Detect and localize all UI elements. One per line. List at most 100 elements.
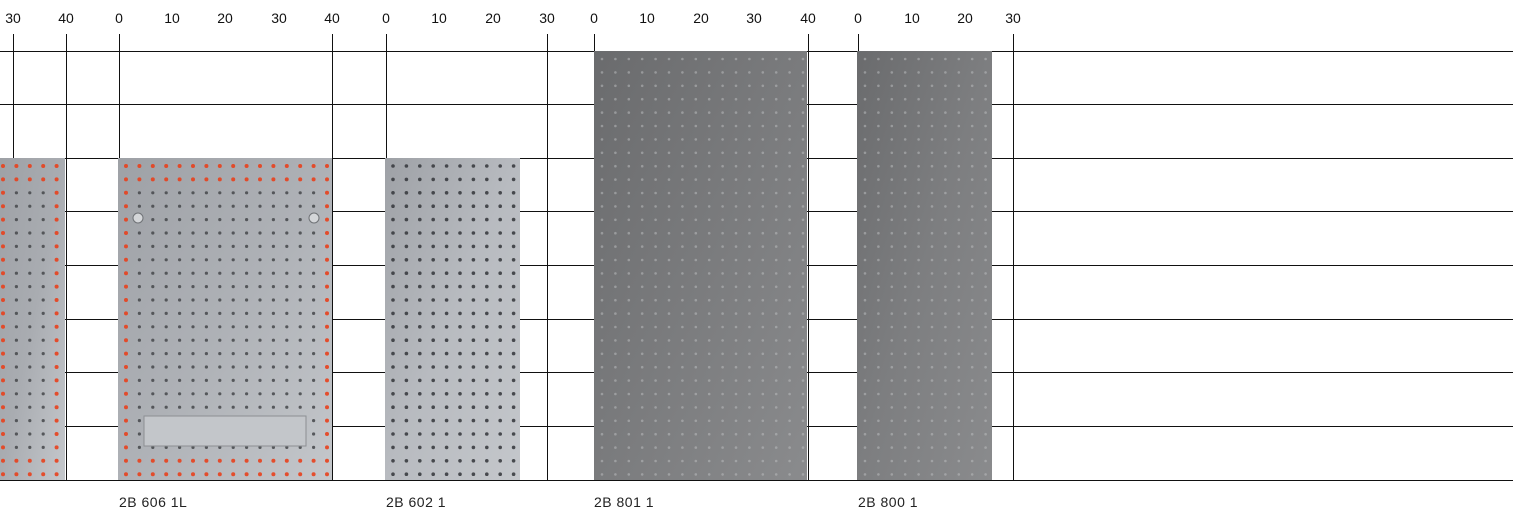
perforation-hole [984,446,987,449]
perforation-hole [917,419,920,423]
perforation-hole [957,258,961,262]
perforation-hole [984,419,987,423]
perforation-hole [178,244,182,248]
perforation-hole [471,459,476,463]
perforation-hole [14,177,19,182]
perforation-hole [271,311,275,315]
perforation-hole [654,151,657,155]
perforation-hole [391,244,395,249]
perforation-hole [917,325,920,329]
perforation-hole [444,258,449,262]
perforation-hole [917,178,920,181]
perforation-hole [471,418,476,423]
perforation-hole [258,177,262,182]
perforation-hole [600,258,604,262]
perforation-hole [124,231,128,235]
perforation-hole [707,325,711,329]
perforation-hole [231,311,235,315]
perforation-hole [258,244,262,248]
perforation-hole [774,325,778,329]
perforation-hole [204,325,208,329]
perforation-hole [1,351,5,356]
perforation-hole [984,339,987,342]
perforation-hole [124,391,128,396]
perforation-hole [471,271,476,275]
perforation-hole [600,71,604,74]
perforation-hole [944,339,947,342]
perforation-hole [391,271,395,275]
perforation-hole [707,164,711,168]
perforation-hole [627,178,631,181]
perforation-hole [431,177,435,182]
perforation-hole [694,446,698,449]
perforation-hole [404,204,409,208]
perforation-hole [721,164,724,168]
perforation-hole [890,84,894,88]
perforation-hole [14,204,18,208]
perforation-hole [391,432,395,436]
perforation-hole [863,432,867,436]
perforation-hole [14,191,18,195]
perforation-hole [14,432,18,436]
perforation-hole [151,244,155,248]
perforation-hole [41,325,45,329]
perforation-hole [877,272,880,275]
perforation-hole [444,204,449,208]
perforation-hole [748,446,751,449]
perforation-hole [191,405,195,409]
perforation-hole [298,378,302,382]
perforation-hole [774,352,778,356]
perforation-hole [774,97,778,101]
perforation-hole [41,177,46,182]
perforation-hole [485,164,489,168]
perforation-hole [391,351,395,356]
perforation-hole [614,272,617,275]
perforation-hole [970,473,974,476]
perforation-hole [471,217,476,222]
perforation-hole [54,391,59,396]
perforation-hole [458,191,462,195]
perforation-hole [917,111,920,114]
perforation-hole [600,459,604,463]
perforation-hole [258,472,262,477]
perforation-hole [761,419,765,423]
perforation-hole [761,365,765,369]
perforation-hole [707,151,711,155]
perforation-hole [721,57,724,61]
scale-tick: 30 [5,10,21,26]
perforation-hole [654,71,657,74]
perforation-hole [970,151,974,155]
perforation-hole [151,204,155,208]
perforation-hole [761,406,765,409]
perforation-hole [877,111,880,114]
perforation-hole [984,285,987,289]
perforation-hole [312,298,316,302]
perforation-hole [640,312,644,315]
perforation-hole [231,445,235,449]
perforation-hole [970,459,974,463]
perforation-hole [930,164,934,168]
perforation-hole [404,164,409,168]
perforation-hole [444,244,449,249]
perforation-hole [28,445,32,449]
perforation-hole [54,405,59,410]
perforation-hole [984,352,987,356]
perforation-hole [890,325,894,329]
perforation-hole [298,298,302,302]
perforation-hole [984,178,987,181]
perforation-hole [721,312,724,315]
perforation-hole [681,205,684,208]
perforation-hole [774,419,778,423]
perforation-hole [258,325,262,329]
perforation-hole [471,284,476,289]
perforation-hole [614,285,617,289]
perforation-hole [761,205,765,208]
perforation-hole [204,231,208,235]
perforation-hole [204,177,209,182]
perforation-hole [748,178,751,181]
perforation-hole [404,405,409,409]
perforation-hole [471,164,476,168]
perforation-hole [627,111,631,114]
perforation-hole [325,164,329,168]
perforation-hole [191,338,195,342]
